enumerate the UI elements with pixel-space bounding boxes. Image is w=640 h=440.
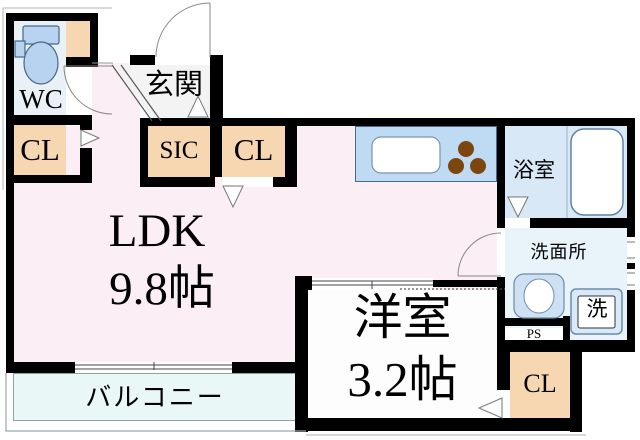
pipe-space-label: PS xyxy=(526,326,542,341)
wall xyxy=(80,115,92,130)
bedroom-size-label: 3.2帖 xyxy=(347,352,458,407)
wall xyxy=(130,55,155,65)
wall xyxy=(505,318,563,326)
entrance-door-swing xyxy=(155,2,211,58)
wall xyxy=(570,340,582,432)
wall xyxy=(140,177,215,187)
balcony-label: バルコニー xyxy=(85,383,225,412)
ldk-size-label: 9.8帖 xyxy=(109,263,215,315)
wall xyxy=(140,118,635,126)
wc-side-closet xyxy=(66,21,90,57)
washroom-window-2 xyxy=(627,269,635,290)
closet-hall-label: CL xyxy=(233,132,274,167)
wall xyxy=(6,175,92,183)
washroom-label: 洗面所 xyxy=(530,242,588,262)
genkan-label: 玄関 xyxy=(144,69,203,101)
bathroom-label: 浴室 xyxy=(513,158,555,182)
pipe-space-box xyxy=(505,328,563,340)
wall xyxy=(6,115,80,125)
entrance-door-opening xyxy=(155,55,210,65)
wall xyxy=(6,13,14,373)
bedroom-floor xyxy=(308,290,497,418)
washer-label: 洗 xyxy=(586,297,608,321)
washroom-window-1 xyxy=(627,237,635,263)
wall xyxy=(530,218,635,228)
wall xyxy=(210,126,222,177)
wall xyxy=(90,13,98,67)
wc-label: WC xyxy=(19,84,63,114)
wall xyxy=(285,118,297,187)
wall xyxy=(6,13,98,21)
wall xyxy=(497,118,505,228)
wall xyxy=(563,316,570,342)
ldk-label: LDK xyxy=(108,205,206,257)
wall xyxy=(66,57,90,67)
closet-bedroom-label: CL xyxy=(523,369,557,398)
sic-label: SIC xyxy=(159,137,199,164)
closet-entry-label: CL xyxy=(20,132,60,167)
bedroom-label: 洋室 xyxy=(353,290,452,345)
closet-bedroom-floor xyxy=(510,352,570,418)
closet-hall-floor xyxy=(222,126,285,177)
wall xyxy=(295,418,582,431)
wall xyxy=(140,118,148,187)
bedroom-sliding-opening xyxy=(312,278,433,290)
kitchen-counter xyxy=(355,126,497,182)
wall xyxy=(433,280,505,287)
balcony-window-opening xyxy=(75,362,232,373)
sic-floor xyxy=(148,126,210,177)
wall xyxy=(497,277,505,352)
wall xyxy=(627,118,635,352)
wall xyxy=(210,55,223,126)
wall xyxy=(497,352,510,390)
wall xyxy=(497,340,635,352)
wall xyxy=(273,177,297,187)
corridor-floor xyxy=(92,63,140,126)
wall xyxy=(295,276,312,290)
closet-hall-door-opening xyxy=(222,177,273,187)
